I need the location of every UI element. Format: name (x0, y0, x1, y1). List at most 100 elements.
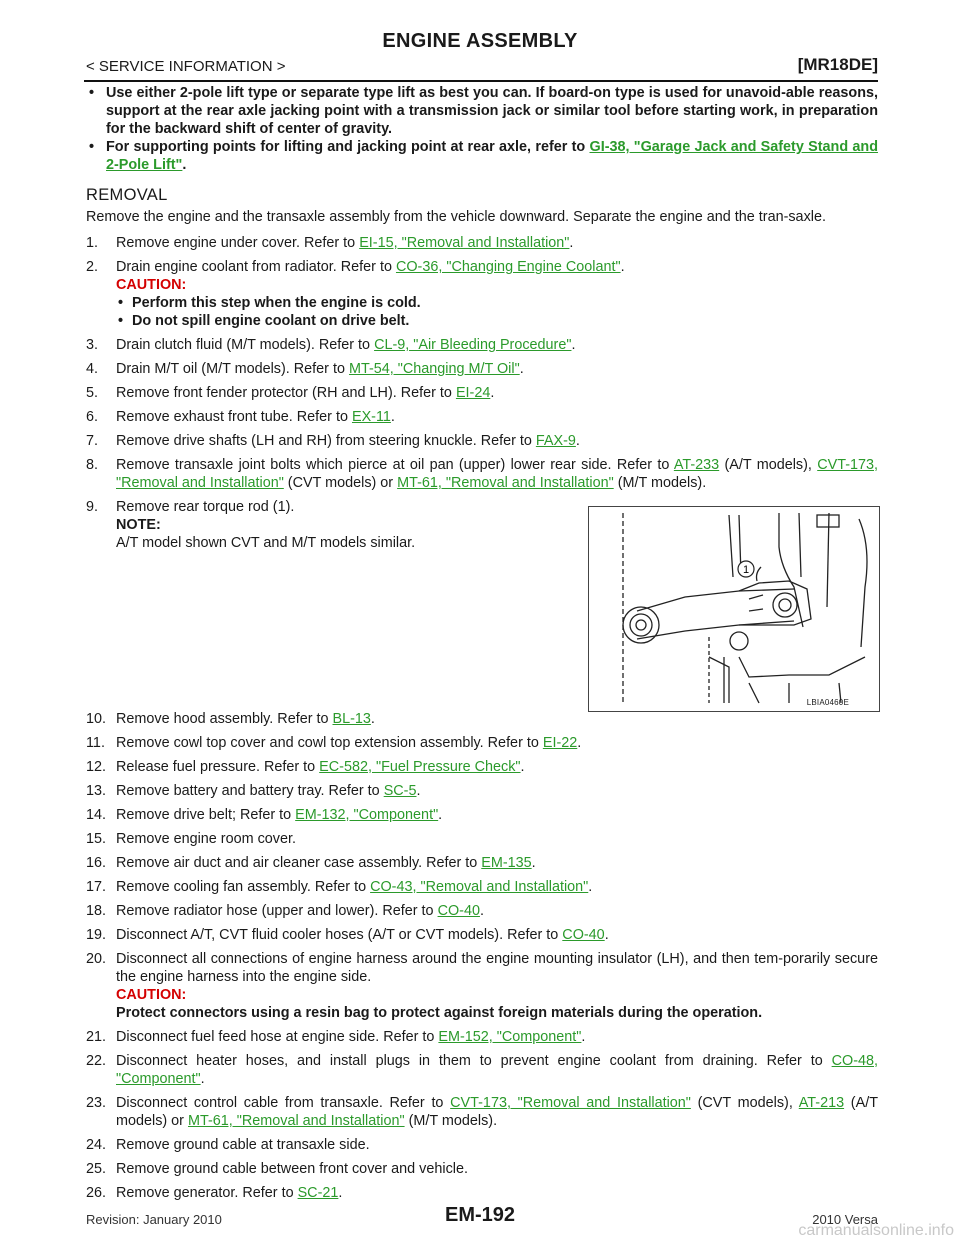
bullet-dot: • (89, 139, 95, 155)
step-text: Remove engine under cover. Refer to (116, 235, 360, 251)
step-number: 8. (86, 457, 99, 473)
link-ex-11[interactable]: EX-11 (351, 409, 391, 425)
step-number: 14. (86, 807, 107, 823)
link-ei-24[interactable]: EI-24 (455, 385, 491, 401)
step-8: 8. Remove transaxle joint bolts which pi… (86, 456, 878, 492)
link-ei-15[interactable]: EI-15, "Removal and Installation" (359, 235, 570, 251)
step-number: 3. (86, 337, 99, 353)
step-text-end: . (479, 903, 484, 919)
step-12: 12. Release fuel pressure. Refer to EC-5… (86, 758, 878, 776)
step-number: 21. (86, 1029, 107, 1045)
link-cvt-173[interactable]: CVT-173, "Removal and Installation" (116, 457, 878, 491)
step-4: 4. Drain M/T oil (M/T models). Refer to … (86, 360, 878, 378)
step-text-end: . (200, 1071, 205, 1087)
step-text: Remove cowl top cover and cowl top exten… (116, 735, 543, 751)
step-text-end: . (370, 711, 375, 727)
step-text: Release fuel pressure. Refer to (116, 759, 320, 775)
step-number: 25. (86, 1161, 107, 1177)
step-number: 6. (86, 409, 99, 425)
step-number: 22. (86, 1053, 107, 1069)
link-co-43[interactable]: CO-43, "Removal and Installation" (370, 879, 589, 895)
page-title: ENGINE ASSEMBLY (382, 30, 578, 52)
engine-model-label: [MR18DE] (797, 55, 878, 74)
step-text: Remove transaxle joint bolts which pierc… (116, 457, 674, 473)
link-cl-9[interactable]: CL-9, "Air Bleeding Procedure" (374, 337, 572, 353)
caution-text: Do not spill engine coolant on drive bel… (132, 313, 410, 329)
bullet-text-end: . (182, 157, 187, 173)
link-co-48[interactable]: CO-48, "Component" (116, 1053, 878, 1087)
step-24: 24. Remove ground cable at transaxle sid… (86, 1136, 878, 1154)
step-text: Remove drive shafts (LH and RH) from ste… (116, 433, 536, 449)
link-at-213[interactable]: AT-213 (798, 1095, 845, 1111)
step-number: 15. (86, 831, 107, 847)
step-number: 2. (86, 259, 99, 275)
callout-number: 1 (743, 564, 749, 576)
step-text: Remove hood assembly. Refer to (116, 711, 333, 727)
step-number: 4. (86, 361, 99, 377)
bullet-dot: • (118, 313, 124, 329)
step-number: 20. (86, 951, 107, 967)
link-cvt-173[interactable]: CVT-173, "Removal and Installation" (450, 1095, 691, 1111)
step-number: 18. (86, 903, 107, 919)
step-23: 23. Disconnect control cable from transa… (86, 1094, 878, 1130)
link-co-40[interactable]: CO-40 (562, 927, 605, 943)
link-ei-22[interactable]: EI-22 (542, 735, 578, 751)
link-co-36[interactable]: CO-36, "Changing Engine Coolant" (395, 259, 621, 275)
link-sc-21[interactable]: SC-21 (297, 1185, 339, 1201)
step-text: Remove ground cable at transaxle side. (116, 1137, 370, 1153)
caution-bullet: • Do not spill engine coolant on drive be… (116, 312, 878, 330)
caution-label: CAUTION: (116, 277, 187, 293)
step-number: 9. (86, 499, 99, 515)
link-co-40[interactable]: CO-40 (437, 903, 480, 919)
link-bl-13[interactable]: BL-13 (332, 711, 371, 727)
vehicle-model-year: 2010 Versa (812, 1212, 878, 1227)
step-text-end: . (575, 433, 580, 449)
link-mt-61[interactable]: MT-61, "Removal and Installation" (397, 475, 614, 491)
step-text-end: . (390, 409, 395, 425)
step-5: 5. Remove front fender protector (RH and… (86, 384, 878, 402)
callout-circle (737, 560, 755, 578)
step-18: 18. Remove radiator hose (upper and lowe… (86, 902, 878, 920)
content-body: • Use either 2-pole lift type or separat… (86, 84, 878, 1208)
bullet-item: • For supporting points for lifting and … (86, 138, 878, 174)
step-number: 19. (86, 927, 107, 943)
link-gi-38[interactable]: GI-38, "Garage Jack and Safety Stand and… (106, 139, 878, 173)
watermark: carmanualsonline.info (798, 1222, 954, 1239)
step-text-end: . (569, 235, 574, 251)
step-number: 7. (86, 433, 99, 449)
link-sc-5[interactable]: SC-5 (383, 783, 417, 799)
link-mt-54[interactable]: MT-54, "Changing M/T Oil" (348, 361, 520, 377)
torque-rod-drawing: 1 (622, 512, 868, 704)
step-2: 2. Drain engine coolant from radiator. R… (86, 258, 878, 330)
step-number: 1. (86, 235, 99, 251)
step-text-end: . (519, 361, 524, 377)
step-1: 1. Remove engine under cover. Refer to E… (86, 234, 878, 252)
step-text: Remove generator. Refer to (116, 1185, 298, 1201)
figure-code: LBIA0460E (806, 698, 849, 707)
step-text: Remove drive belt; Refer to (116, 807, 296, 823)
step-text: Disconnect heater hoses, and install plu… (116, 1053, 832, 1069)
step-text-end: . (531, 855, 536, 871)
step-17: 17. Remove cooling fan assembly. Refer t… (86, 878, 878, 896)
link-em-132[interactable]: EM-132, "Component" (295, 807, 439, 823)
link-at-233[interactable]: AT-233 (673, 457, 720, 473)
step-20: 20. Disconnect all connections of engine… (86, 950, 878, 1022)
step-3: 3. Drain clutch fluid (M/T models). Refe… (86, 336, 878, 354)
step-16: 16. Remove air duct and air cleaner case… (86, 854, 878, 872)
step-number: 10. (86, 711, 107, 727)
link-em-135[interactable]: EM-135 (481, 855, 532, 871)
step-26: 26. Remove generator. Refer to SC-21. (86, 1184, 878, 1202)
step-13: 13. Remove battery and battery tray. Ref… (86, 782, 878, 800)
link-em-152[interactable]: EM-152, "Component" (438, 1029, 582, 1045)
link-mt-61[interactable]: MT-61, "Removal and Installation" (187, 1113, 405, 1129)
step-text: (CVT models) or (283, 475, 398, 491)
step-19: 19. Disconnect A/T, CVT fluid cooler hos… (86, 926, 878, 944)
step-text: (A/T models) or (116, 1095, 878, 1129)
page-number: EM-192 (444, 1204, 516, 1226)
link-ec-582[interactable]: EC-582, "Fuel Pressure Check" (319, 759, 521, 775)
link-fax-9[interactable]: FAX-9 (535, 433, 576, 449)
removal-intro: Remove the engine and the transaxle asse… (86, 209, 826, 225)
step-text: Remove radiator hose (upper and lower). … (116, 903, 438, 919)
step-9: 9. Remove rear torque rod (1). NOTE: A/T… (86, 498, 586, 704)
step-number: 23. (86, 1095, 107, 1111)
